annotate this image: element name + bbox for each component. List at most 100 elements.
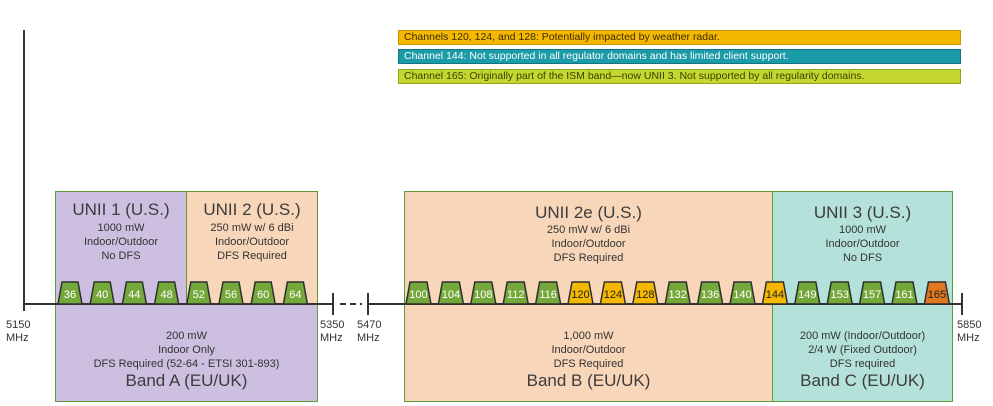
freq-5470-unit: MHz xyxy=(357,332,380,344)
channel-48-label: 48 xyxy=(160,289,172,301)
channel-104-label: 104 xyxy=(442,289,460,301)
band-b-box: 1,000 mW Indoor/Outdoor DFS Required Ban… xyxy=(404,304,773,402)
channel-52-shape xyxy=(185,281,212,305)
channel-140-shape xyxy=(729,281,756,305)
note-weather-radar-text: Channels 120, 124, and 128: Potentially … xyxy=(404,31,720,43)
note-channel-144-text: Channel 144: Not supported in all regula… xyxy=(404,50,789,62)
unii2e-dfs: DFS Required xyxy=(553,252,624,264)
note-channel-165: Channel 165: Originally part of the ISM … xyxy=(398,69,961,84)
channel-112-shape xyxy=(502,281,530,305)
freq-5150-unit: MHz xyxy=(6,332,29,344)
channel-100-shape xyxy=(405,281,432,305)
band-a-power: 200 mW xyxy=(166,330,207,342)
unii2-power: 250 mW w/ 6 dBi xyxy=(210,222,294,234)
band-c-dfs: DFS required xyxy=(829,358,896,370)
channel-161-label: 161 xyxy=(895,289,913,301)
freq-5150-value: 5150 xyxy=(6,319,31,331)
channel-56-shape xyxy=(218,281,244,305)
band-a-dfs: DFS Required (52-64 - ETSI 301-893) xyxy=(93,358,280,370)
band-c-power: 200 mW (Indoor/Outdoor) xyxy=(799,330,926,342)
channel-108-shape xyxy=(469,281,497,305)
unii1-dfs: No DFS xyxy=(101,250,141,262)
unii2-dfs: DFS Required xyxy=(217,250,287,262)
channel-153-shape xyxy=(826,281,854,305)
freq-5350-value: 5350 xyxy=(320,319,345,331)
channel-120-label: 120 xyxy=(571,289,589,301)
freq-5470-label: 5470 MHz xyxy=(357,319,381,345)
freq-5470-value: 5470 xyxy=(357,319,382,331)
unii3-title: UNII 3 (U.S.) xyxy=(813,203,912,222)
band-a-name: Band A (EU/UK) xyxy=(125,371,248,390)
band-a-box: 200 mW Indoor Only DFS Required (52-64 -… xyxy=(55,304,318,402)
band-c-box: 200 mW (Indoor/Outdoor) 2/4 W (Fixed Out… xyxy=(772,304,953,402)
channel-128-shape xyxy=(631,281,659,305)
channel-44-label: 44 xyxy=(128,289,140,301)
channel-100-label: 100 xyxy=(409,289,427,301)
band-c-use: 2/4 W (Fixed Outdoor) xyxy=(808,344,917,356)
band-b-power: 1,000 mW xyxy=(563,330,614,342)
channel-108-label: 108 xyxy=(474,289,492,301)
freq-5850-label: 5850 MHz xyxy=(957,319,981,345)
unii2e-use: Indoor/Outdoor xyxy=(551,238,626,250)
freq-5350-label: 5350 MHz xyxy=(320,319,344,345)
channel-144-label: 144 xyxy=(766,289,784,301)
channel-44-shape xyxy=(121,281,148,305)
note-channel-144: Channel 144: Not supported in all regula… xyxy=(398,49,961,64)
channel-136-shape xyxy=(696,281,724,305)
unii2e-title: UNII 2e (U.S.) xyxy=(535,203,642,222)
channel-36-label: 36 xyxy=(64,289,76,301)
unii2e-power: 250 mW w/ 6 dBi xyxy=(546,224,631,236)
note-weather-radar: Channels 120, 124, and 128: Potentially … xyxy=(398,30,961,45)
channel-40-label: 40 xyxy=(96,289,108,301)
unii1-power: 1000 mW xyxy=(97,222,145,234)
channel-132-shape xyxy=(664,281,692,305)
channel-124-label: 124 xyxy=(604,289,622,301)
channel-64-label: 64 xyxy=(289,289,301,301)
channel-144-shape xyxy=(761,281,789,305)
channel-104-shape xyxy=(437,281,465,305)
channel-112-label: 112 xyxy=(507,289,525,301)
band-b-name: Band B (EU/UK) xyxy=(526,371,651,390)
freq-5150-label: 5150 MHz xyxy=(6,319,30,345)
channel-124-shape xyxy=(599,281,627,305)
band-b-use: Indoor/Outdoor xyxy=(551,344,626,356)
freq-5350-unit: MHz xyxy=(320,332,343,344)
channel-132-label: 132 xyxy=(669,289,687,301)
unii2-use: Indoor/Outdoor xyxy=(215,236,289,248)
channel-116-label: 116 xyxy=(539,289,557,301)
freq-5850-unit: MHz xyxy=(957,332,980,344)
channel-56-label: 56 xyxy=(225,289,237,301)
note-channel-165-text: Channel 165: Originally part of the ISM … xyxy=(404,70,865,82)
channel-149-shape xyxy=(793,281,821,305)
channel-161-shape xyxy=(891,281,918,305)
band-a-use: Indoor Only xyxy=(158,344,215,356)
unii1-title: UNII 1 (U.S.) xyxy=(72,200,170,219)
channel-48-shape xyxy=(153,281,180,305)
channel-128-label: 128 xyxy=(636,289,654,301)
channel-136-label: 136 xyxy=(701,289,719,301)
channel-149-label: 149 xyxy=(798,289,816,301)
unii2-title: UNII 2 (U.S.) xyxy=(203,200,301,219)
channel-52-label: 52 xyxy=(193,289,205,301)
freq-5850-value: 5850 xyxy=(957,319,982,331)
channel-60-shape xyxy=(250,281,277,305)
band-c-name: Band C (EU/UK) xyxy=(800,371,925,390)
unii1-use: Indoor/Outdoor xyxy=(84,236,158,248)
channel-120-shape xyxy=(567,281,594,305)
band-b-dfs: DFS Required xyxy=(553,358,624,370)
unii3-use: Indoor/Outdoor xyxy=(825,238,900,250)
channel-40-shape xyxy=(89,281,116,305)
channel-36-shape xyxy=(57,281,83,305)
channel-140-label: 140 xyxy=(733,289,751,301)
channel-165-shape xyxy=(923,281,951,305)
channel-157-label: 157 xyxy=(863,289,881,301)
channel-165-label: 165 xyxy=(928,289,946,301)
channel-116-shape xyxy=(534,281,562,305)
unii3-power: 1000 mW xyxy=(838,224,887,236)
channel-153-label: 153 xyxy=(831,289,849,301)
channel-157-shape xyxy=(858,281,886,305)
channel-60-label: 60 xyxy=(257,289,269,301)
channel-64-shape xyxy=(282,281,309,305)
unii3-dfs: No DFS xyxy=(842,252,883,264)
